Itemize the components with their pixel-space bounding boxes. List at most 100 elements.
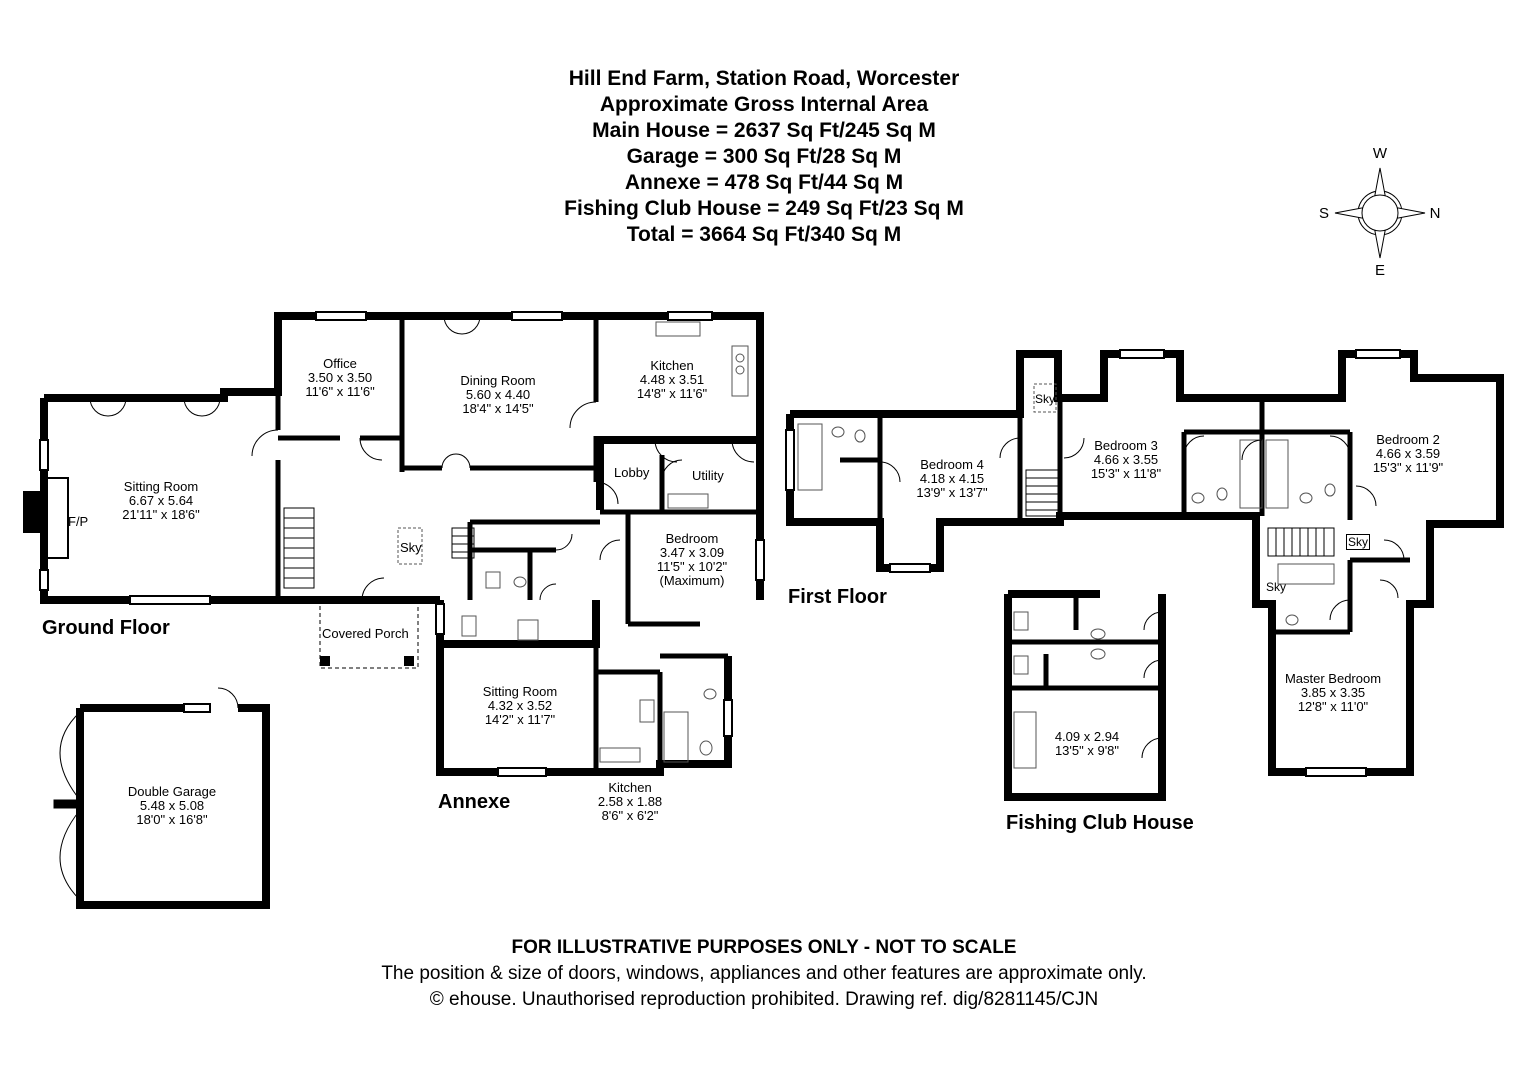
master-bedroom-metric: 3.85 x 3.35 bbox=[1300, 685, 1366, 700]
garage-doors bbox=[53, 687, 239, 901]
ground-floor-internal-walls bbox=[275, 316, 760, 627]
compass-north-label: N bbox=[1429, 205, 1441, 222]
fishing-club-label: Fishing Club House bbox=[1006, 812, 1194, 834]
fishing-club-doors bbox=[1141, 611, 1163, 759]
kitchen-metric: 4.48 x 3.51 bbox=[639, 372, 705, 387]
area-total: Total = 3664 Sq Ft/340 Sq M bbox=[626, 223, 902, 246]
bedroom4-imperial: 13'9" x 13'7" bbox=[916, 485, 988, 500]
double-garage-label: Double Garage 5.48 x 5.08 18'0" x 16'8" bbox=[112, 785, 232, 827]
sitting-room-name: Sitting Room bbox=[123, 479, 199, 494]
ground-sky-label: Sky bbox=[400, 540, 422, 555]
footer-note: The position & size of doors, windows, a… bbox=[381, 963, 1147, 984]
utility-label: Utility bbox=[692, 468, 724, 483]
master-bedroom-label: Master Bedroom 3.85 x 3.35 12'8" x 11'0" bbox=[1276, 672, 1390, 714]
first-floor-fixtures bbox=[797, 383, 1336, 626]
sitting-room-metric: 6.67 x 5.64 bbox=[128, 493, 194, 508]
dining-room-metric: 5.60 x 4.40 bbox=[465, 387, 531, 402]
ground-bedroom-name: Bedroom bbox=[665, 531, 719, 546]
master-bedroom-imperial: 12'8" x 11'0" bbox=[1297, 699, 1369, 714]
bedroom2-name: Bedroom 2 bbox=[1376, 432, 1440, 447]
ground-floor-doors bbox=[89, 315, 755, 601]
compass-rose bbox=[1334, 167, 1426, 259]
bedroom4-metric: 4.18 x 4.15 bbox=[919, 471, 985, 486]
footer-copyright: © ehouse. Unauthorised reproduction proh… bbox=[429, 989, 1099, 1010]
fishing-club-walls bbox=[1004, 590, 1166, 801]
annexe-sitting-room-name: Sitting Room bbox=[482, 684, 558, 699]
first-sky-a-label: Sky bbox=[1035, 392, 1056, 406]
ground-floor-windows bbox=[39, 311, 765, 605]
dining-room-name: Dining Room bbox=[460, 373, 536, 388]
annexe-sitting-room-imperial: 14'2" x 11'7" bbox=[484, 712, 556, 727]
kitchen-label: Kitchen 4.48 x 3.51 14'8" x 11'6" bbox=[622, 359, 722, 401]
ground-bedroom-label: Bedroom 3.47 x 3.09 11'5" x 10'2" (Maxim… bbox=[642, 532, 742, 588]
sitting-room-imperial: 21'11" x 18'6" bbox=[122, 507, 200, 522]
annexe-internal-walls bbox=[593, 644, 728, 772]
annexe-kitchen-imperial: 8'6" x 6'2" bbox=[601, 808, 659, 823]
plan-title: Hill End Farm, Station Road, Worcester bbox=[568, 67, 960, 90]
office-name: Office bbox=[323, 356, 357, 371]
annexe-windows bbox=[435, 603, 733, 777]
fireplace-label: F/P bbox=[68, 514, 89, 529]
annexe-kitchen-metric: 2.58 x 1.88 bbox=[597, 794, 663, 809]
ground-bedroom-imperial: 11'5" x 10'2" bbox=[656, 559, 728, 574]
first-sky-c-label: Sky bbox=[1266, 580, 1287, 594]
bedroom3-metric: 4.66 x 3.55 bbox=[1093, 452, 1159, 467]
master-bedroom-name: Master Bedroom bbox=[1284, 671, 1382, 686]
footer-disclaimer-text: FOR ILLUSTRATIVE PURPOSES ONLY - NOT TO … bbox=[511, 937, 1017, 958]
first-floor-windows bbox=[785, 349, 1401, 777]
fishing-room-imperial: 13'5" x 9'8" bbox=[1054, 743, 1120, 758]
kitchen-imperial: 14'8" x 11'6" bbox=[636, 386, 708, 401]
covered-porch-label: Covered Porch bbox=[322, 626, 409, 641]
double-garage-metric: 5.48 x 5.08 bbox=[139, 798, 205, 813]
double-garage-imperial: 18'0" x 16'8" bbox=[136, 812, 208, 827]
plan-subtitle: Approximate Gross Internal Area bbox=[599, 93, 929, 116]
bedroom4-label: Bedroom 4 4.18 x 4.15 13'9" x 13'7" bbox=[902, 458, 1002, 500]
bedroom2-label: Bedroom 2 4.66 x 3.59 15'3" x 11'9" bbox=[1358, 433, 1458, 475]
sitting-room-label: Sitting Room 6.67 x 5.64 21'11" x 18'6" bbox=[96, 480, 226, 522]
double-garage-name: Double Garage bbox=[127, 784, 217, 799]
garage-window bbox=[183, 703, 211, 713]
area-main-house: Main House = 2637 Sq Ft/245 Sq M bbox=[592, 119, 936, 142]
bedroom3-label: Bedroom 3 4.66 x 3.55 15'3" x 11'8" bbox=[1076, 439, 1176, 481]
area-garage: Garage = 300 Sq Ft/28 Sq M bbox=[626, 145, 902, 168]
annexe-kitchen-name: Kitchen bbox=[608, 780, 652, 795]
dining-room-label: Dining Room 5.60 x 4.40 18'4" x 14'5" bbox=[448, 374, 548, 416]
fishing-room-label: 4.09 x 2.94 13'5" x 9'8" bbox=[1042, 730, 1132, 758]
compass-east-label: E bbox=[1374, 262, 1385, 279]
annexe-kitchen-label: Kitchen 2.58 x 1.88 8'6" x 6'2" bbox=[580, 781, 680, 823]
fishing-club-fixtures bbox=[1013, 611, 1106, 769]
compass-south-label: S bbox=[1318, 205, 1329, 222]
annexe-fixtures bbox=[461, 615, 717, 763]
covered-porch-posts bbox=[320, 656, 414, 666]
annexe-sitting-room-label: Sitting Room 4.32 x 3.52 14'2" x 11'7" bbox=[470, 685, 570, 727]
ground-floor-stairs bbox=[283, 507, 475, 589]
fishing-room-metric: 4.09 x 2.94 bbox=[1054, 729, 1120, 744]
ground-bedroom-note: (Maximum) bbox=[659, 573, 725, 588]
lobby-label: Lobby bbox=[614, 465, 650, 480]
annexe-sitting-room-metric: 4.32 x 3.52 bbox=[487, 698, 553, 713]
ground-floor-fixtures bbox=[397, 321, 749, 589]
bedroom2-metric: 4.66 x 3.59 bbox=[1375, 446, 1441, 461]
first-floor-doors bbox=[879, 435, 1405, 621]
first-floor-stairs bbox=[1025, 469, 1335, 557]
first-sky-b-label: Sky bbox=[1346, 534, 1371, 550]
covered-porch-outline bbox=[319, 599, 419, 669]
bedroom3-name: Bedroom 3 bbox=[1094, 438, 1158, 453]
fishing-club-internal-walls bbox=[1008, 594, 1162, 691]
footer-disclaimer: FOR ILLUSTRATIVE PURPOSES ONLY - NOT TO … bbox=[0, 935, 1528, 961]
ground-floor-label: Ground Floor bbox=[42, 617, 170, 639]
first-floor-label: First Floor bbox=[788, 586, 887, 608]
first-floor-walls bbox=[786, 350, 1504, 776]
bedroom3-imperial: 15'3" x 11'8" bbox=[1090, 466, 1162, 481]
area-annexe: Annexe = 478 Sq Ft/44 Sq M bbox=[624, 171, 904, 194]
ground-bedroom-metric: 3.47 x 3.09 bbox=[659, 545, 725, 560]
office-imperial: 11'6" x 11'6" bbox=[305, 384, 375, 399]
kitchen-name: Kitchen bbox=[650, 358, 694, 373]
area-fishing-club: Fishing Club House = 249 Sq Ft/23 Sq M bbox=[564, 197, 964, 220]
office-metric: 3.50 x 3.50 bbox=[307, 370, 373, 385]
bedroom4-name: Bedroom 4 bbox=[920, 457, 984, 472]
office-label: Office 3.50 x 3.50 11'6" x 11'6" bbox=[290, 357, 390, 399]
compass-west-label: W bbox=[1372, 145, 1388, 162]
annexe-label: Annexe bbox=[438, 791, 511, 813]
